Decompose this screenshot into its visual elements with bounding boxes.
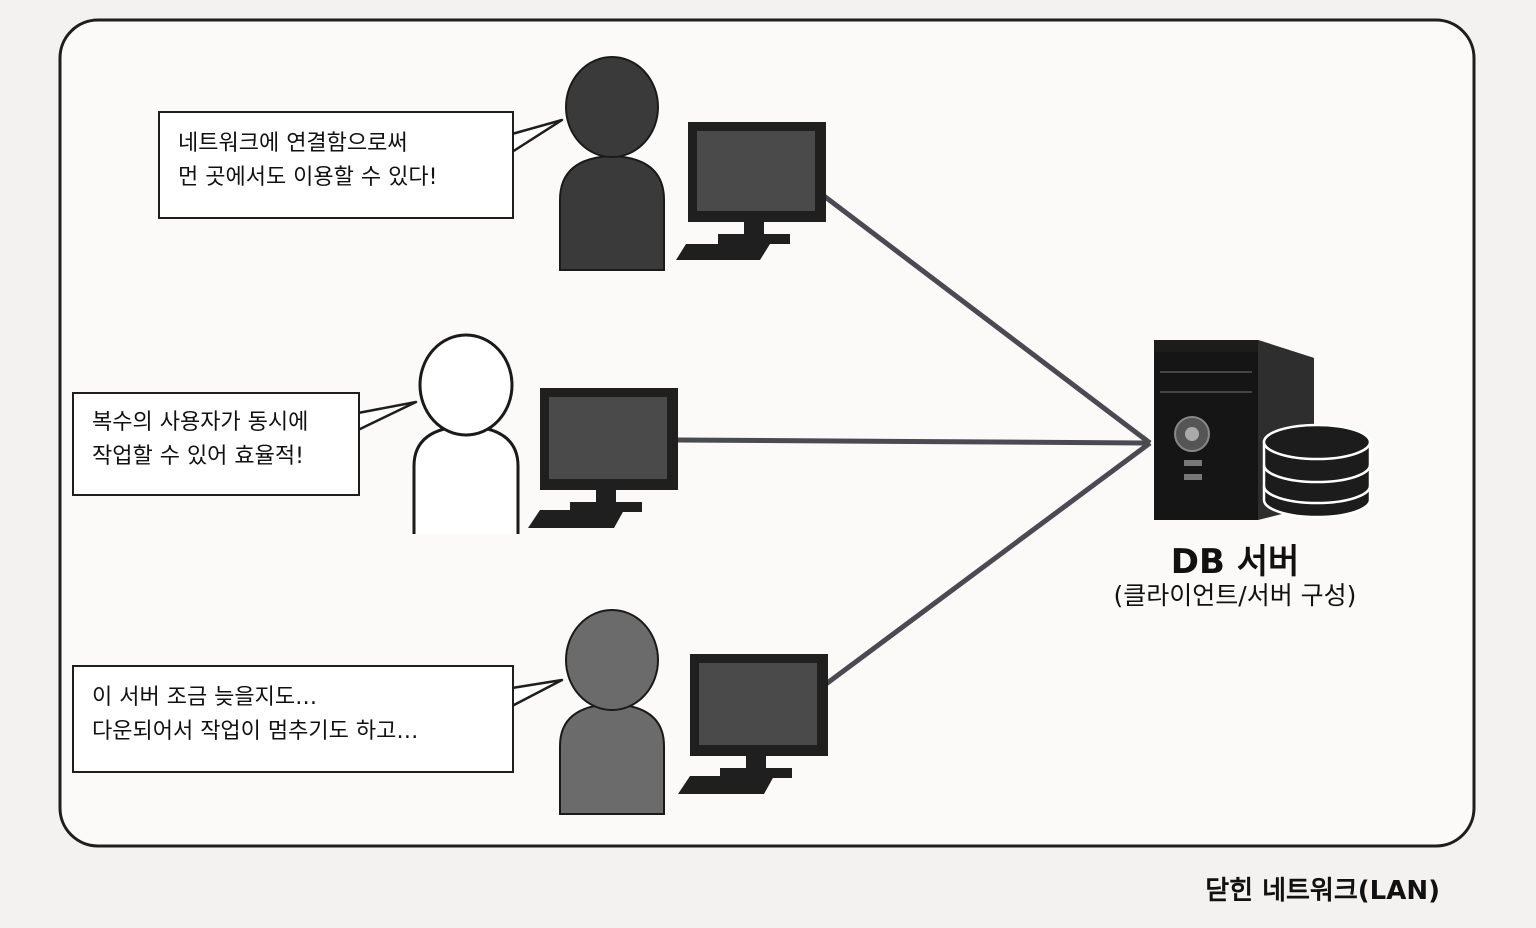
screen [549,397,667,479]
screen [699,663,817,745]
speech-bubble-3: 이 서버 조금 늦을지도… 다운되어서 작업이 멈추기도 하고… [72,665,514,773]
link-1 [822,194,1152,445]
link-3 [824,440,1152,687]
server-title: DB 서버 [1170,542,1300,582]
bubble-2-line-2: 작업할 수 있어 효율적! [92,444,304,469]
bubble-3-line-2: 다운되어서 작업이 멈추기도 하고… [92,719,419,744]
monitor-base [720,768,792,778]
monitor-stand [746,756,766,770]
person-3-icon [559,609,665,815]
bubble-3-line-1: 이 서버 조금 늦을지도… [92,685,318,710]
diagram-caption: 닫힌 네트워크(LAN) [1205,876,1440,906]
link-2 [677,437,1151,446]
workstation-2 [528,388,678,528]
speech-bubble-1: 네트워크에 연결함으로써 먼 곳에서도 이용할 수 있다! [158,111,514,219]
speech-bubble-2: 복수의 사용자가 동시에 작업할 수 있어 효율적! [72,392,360,496]
monitor-stand [744,222,764,236]
screen [697,131,815,211]
keyboard-icon [528,510,624,528]
keyboard-icon [676,244,770,260]
workstation-1 [676,122,826,260]
keyboard-icon [678,776,774,794]
bubble-1-line-1: 네트워크에 연결함으로써 [178,131,408,156]
monitor-stand [596,490,616,504]
bubble-1-line-2: 먼 곳에서도 이용할 수 있다! [178,165,438,190]
monitor-base [570,502,642,512]
database-icon [1262,423,1372,519]
person-2-icon [412,333,520,534]
bubble-2-line-1: 복수의 사용자가 동시에 [92,410,309,435]
workstation-3 [678,654,828,794]
server-subtitle: (클라이언트/서버 구성) [1113,581,1357,610]
person-1-icon [559,56,665,271]
network-frame [58,18,1476,848]
monitor-base [718,234,790,244]
network-links [677,194,1152,687]
